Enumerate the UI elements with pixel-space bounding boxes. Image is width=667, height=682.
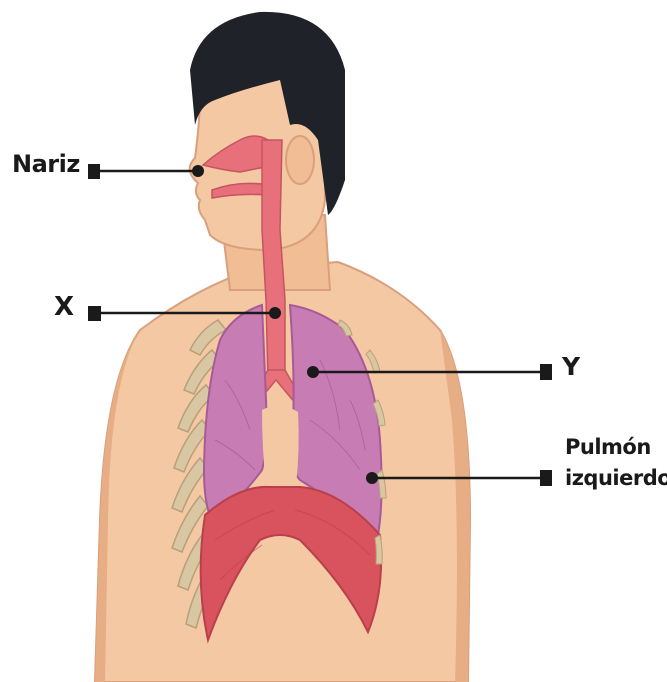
heart-area — [262, 405, 299, 485]
marker-square-pulmon — [540, 470, 552, 486]
label-pulmon-line2: izquierdo — [565, 463, 667, 494]
marker-square-nariz — [88, 164, 100, 179]
label-pulmon-izquierdo: Pulmón izquierdo — [565, 432, 667, 494]
label-pulmon-line1: Pulmón — [565, 432, 667, 463]
target-dot-nariz — [192, 165, 204, 177]
marker-square-x — [88, 306, 101, 321]
leader-nariz — [88, 164, 204, 179]
label-nariz: Nariz — [12, 150, 80, 178]
ear — [286, 136, 314, 184]
marker-square-y — [540, 364, 552, 380]
label-y: Y — [562, 352, 580, 381]
target-dot-x — [269, 307, 281, 319]
label-x: X — [54, 292, 74, 322]
